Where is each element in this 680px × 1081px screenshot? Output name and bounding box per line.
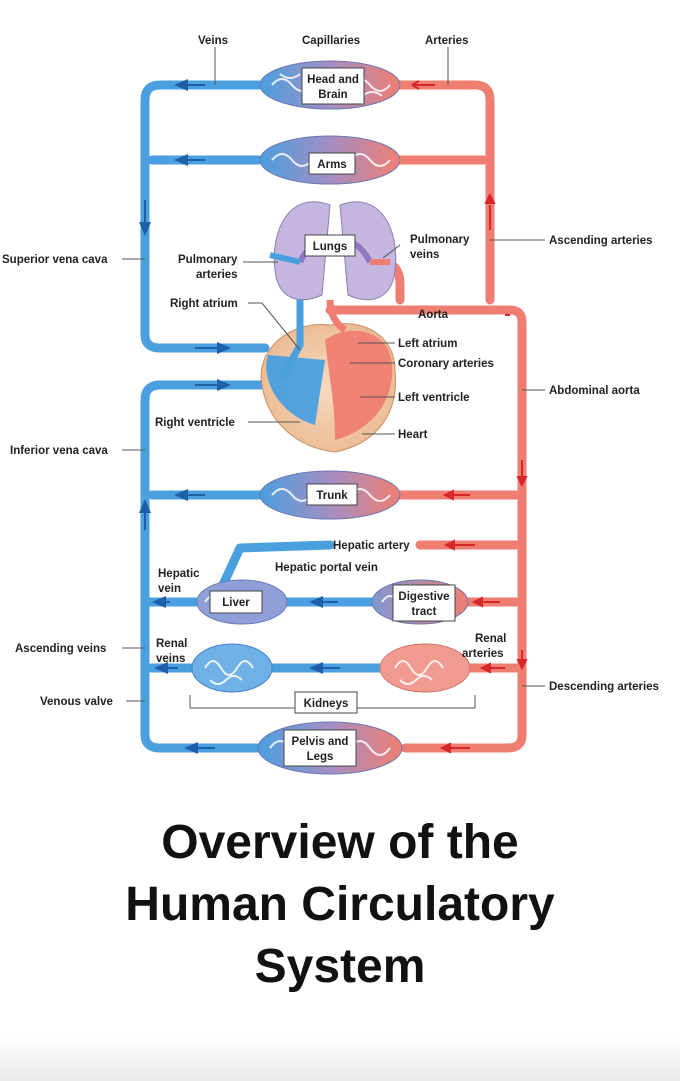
box-kidneys: Kidneys (294, 691, 358, 714)
box-lungs: Lungs (304, 234, 356, 257)
label-coronary-arteries: Coronary arteries (398, 358, 494, 370)
page-title: Overview of the Human Circulatory System (0, 812, 680, 998)
title-line-3: System (254, 940, 426, 993)
label-superior-vena-cava: Superior vena cava (2, 254, 108, 266)
svg-text:Pelvis and: Pelvis and (292, 736, 349, 748)
svg-text:Head and: Head and (307, 74, 359, 86)
label-renal-veins-1: Renal (156, 638, 187, 650)
box-liver: Liver (209, 590, 263, 614)
svg-text:Trunk: Trunk (316, 490, 348, 502)
label-arteries: Arteries (425, 35, 468, 47)
svg-text:Brain: Brain (318, 89, 347, 101)
svg-text:Arms: Arms (317, 159, 346, 171)
bottom-fade-bar (0, 1036, 680, 1081)
box-head-brain: Head and Brain (301, 67, 365, 105)
title-line-1: Overview of the (161, 816, 519, 869)
box-digestive-tract: Digestive tract (392, 584, 456, 622)
label-heart: Heart (398, 429, 428, 441)
circulatory-diagram: Veins Capillaries Arteries Superior vena… (2, 35, 659, 775)
label-left-atrium: Left atrium (398, 338, 457, 350)
svg-text:Legs: Legs (307, 751, 334, 763)
label-renal-arteries-2: arteries (462, 648, 504, 660)
label-pulmonary-arteries-2: arteries (196, 269, 238, 281)
label-left-ventricle: Left ventricle (398, 392, 470, 404)
label-ascending-arteries: Ascending arteries (549, 235, 653, 247)
label-pulmonary-veins-2: veins (410, 249, 439, 261)
label-right-atrium: Right atrium (170, 298, 238, 310)
box-trunk: Trunk (306, 483, 358, 506)
diagram-labels: Veins Capillaries Arteries Superior vena… (2, 35, 659, 708)
organ-boxes: Head and Brain Arms Lungs Trunk Liver Di… (209, 67, 456, 767)
label-hepatic-vein-1: Hepatic (158, 568, 200, 580)
flow-arrows (139, 79, 528, 754)
label-hepatic-portal-vein: Hepatic portal vein (275, 562, 378, 574)
label-hepatic-artery: Hepatic artery (333, 540, 410, 552)
label-inferior-vena-cava: Inferior vena cava (10, 445, 108, 457)
box-pelvis-legs: Pelvis and Legs (283, 729, 357, 767)
label-pulmonary-arteries-1: Pulmonary (178, 254, 238, 266)
label-renal-veins-2: veins (156, 653, 185, 665)
label-descending-arteries: Descending arteries (549, 681, 659, 693)
box-arms: Arms (308, 152, 356, 175)
label-hepatic-vein-2: vein (158, 583, 181, 595)
label-pulmonary-veins-1: Pulmonary (410, 234, 470, 246)
label-ascending-veins: Ascending veins (15, 643, 106, 655)
label-renal-arteries-1: Renal (475, 633, 506, 645)
svg-text:Digestive: Digestive (398, 591, 449, 603)
heart-illustration (260, 299, 397, 453)
svg-text:Liver: Liver (222, 597, 250, 609)
label-right-ventricle: Right ventricle (155, 417, 235, 429)
svg-text:Kidneys: Kidneys (304, 698, 349, 710)
label-aorta: Aorta (418, 309, 449, 321)
label-abdominal-aorta: Abdominal aorta (549, 385, 640, 397)
label-venous-valve: Venous valve (40, 696, 113, 708)
svg-text:Lungs: Lungs (313, 241, 348, 253)
title-line-2: Human Circulatory (125, 878, 555, 931)
label-capillaries: Capillaries (302, 35, 360, 47)
svg-text:tract: tract (412, 606, 437, 618)
label-veins: Veins (198, 35, 228, 47)
